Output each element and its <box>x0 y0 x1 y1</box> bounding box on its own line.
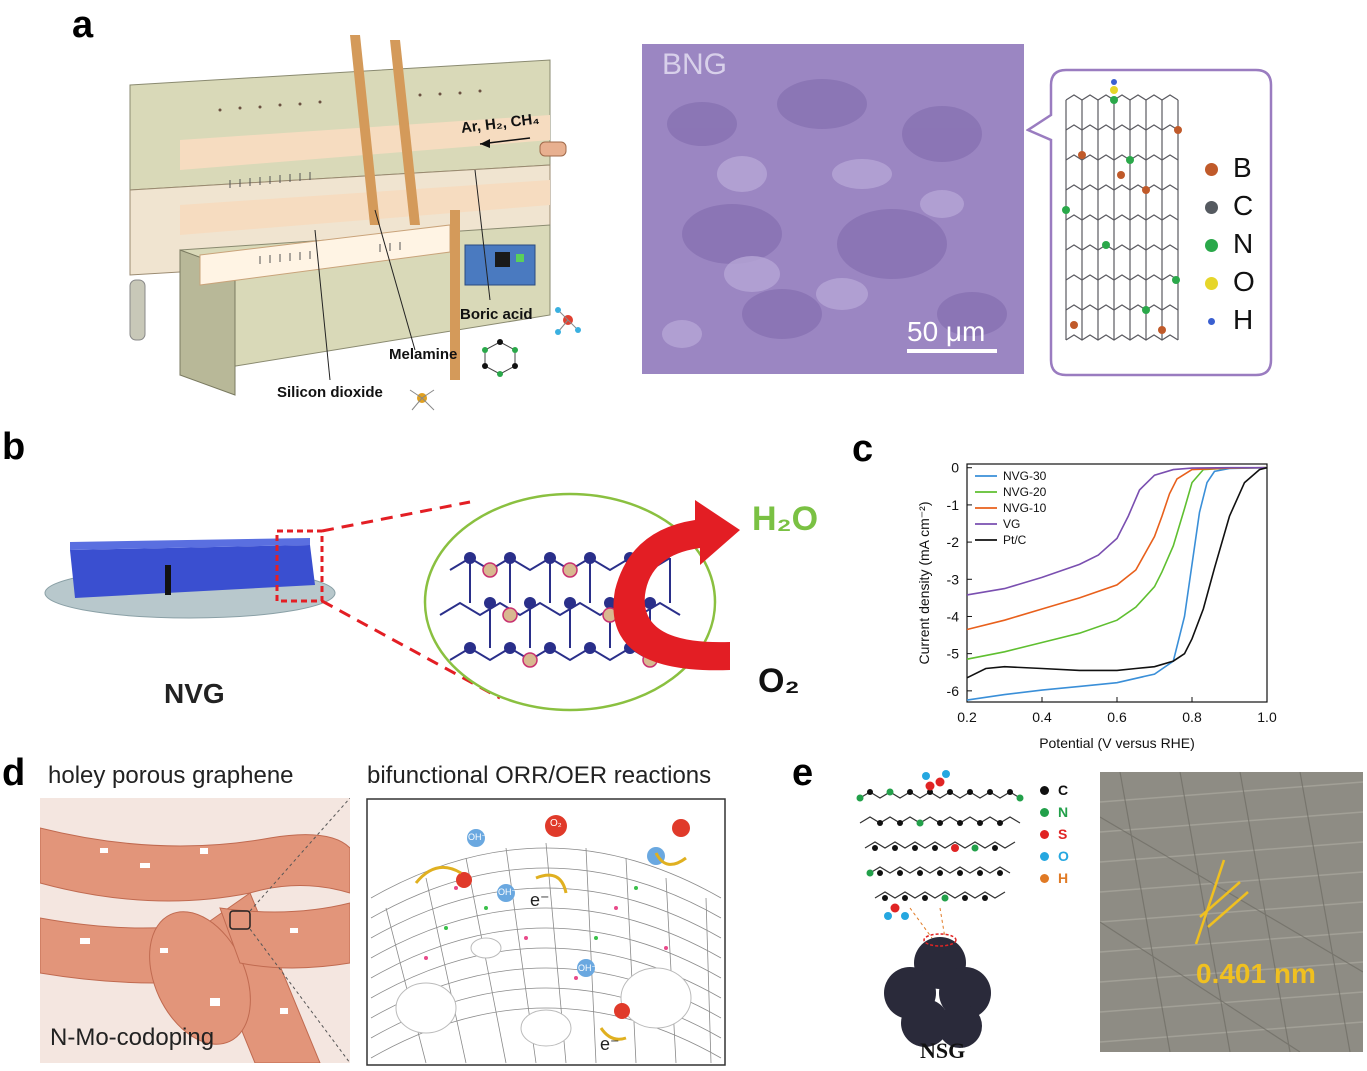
sem-sample-label: BNG <box>662 48 728 81</box>
holey-porous-graphene-image <box>40 798 350 1063</box>
sem-scale-bar-label: 50 μm <box>907 316 986 347</box>
nsg-legend-label-o: O <box>1058 848 1069 864</box>
orr-oer-reaction-illustration <box>366 798 726 1066</box>
series-line-pt-c <box>966 466 1268 679</box>
nsg-legend-dot-h-icon <box>1040 874 1049 883</box>
nsg-element-legend: C N S O H <box>1040 780 1090 900</box>
legend-label-o: O <box>1233 266 1255 297</box>
orr-oer-title: bifunctional ORR/OER reactions <box>367 762 712 789</box>
nsg-legend-dot-n-icon <box>1040 808 1049 817</box>
legend-dot-h-icon <box>1208 318 1215 325</box>
legend-dot-b-icon <box>1205 163 1218 176</box>
x-tick-label: 0.4 <box>1032 709 1052 725</box>
legend-dot-c-icon <box>1205 201 1218 214</box>
y-axis-label: Current density (mA cm⁻²) <box>916 502 932 665</box>
x-tick-label: 0.8 <box>1182 709 1202 725</box>
n-mo-codoping-label: N-Mo-codoping <box>50 1024 215 1051</box>
silicon-dioxide-molecule-icon <box>409 389 435 411</box>
y-tick-label: -1 <box>947 497 960 513</box>
x-tick-label: 1.0 <box>1257 709 1277 725</box>
y-tick-label: -5 <box>947 646 960 662</box>
panel-label-b: b <box>2 426 26 468</box>
legend-label-n: N <box>1233 228 1254 259</box>
species-oh-2: OH⁻ <box>498 887 517 897</box>
y-tick-label: -4 <box>947 608 960 624</box>
bng-sem-image <box>642 44 1024 374</box>
melamine-label: Melamine <box>389 346 458 363</box>
legend-label: NVG-30 <box>1003 469 1047 483</box>
nsg-legend-label-c: C <box>1058 782 1069 798</box>
species-o2: O₂ <box>550 818 562 829</box>
legend-label-c: C <box>1233 190 1254 221</box>
holey-graphene-title: holey porous graphene <box>48 762 294 789</box>
nvg-sample-label: NVG <box>164 678 225 709</box>
species-oh-1: OH⁻ <box>468 832 487 842</box>
y-tick-label: -6 <box>947 683 960 699</box>
panel-label-d: d <box>2 752 26 794</box>
melamine-molecule-icon <box>482 339 518 377</box>
nsg-legend-label-h: H <box>1058 870 1069 886</box>
nvg-oxygen-reduction-illustration <box>40 470 810 720</box>
nsg-legend-label-n: N <box>1058 804 1069 820</box>
silicon-dioxide-label: Silicon dioxide <box>277 384 383 401</box>
legend-label-b: B <box>1233 152 1252 183</box>
series-line-nvg-20 <box>966 466 1268 660</box>
boric-acid-label: Boric acid <box>460 306 533 323</box>
y-tick-label: -3 <box>947 571 960 587</box>
o2-reactant-label: O₂ <box>758 662 800 700</box>
bng-lattice-callout <box>1026 60 1276 380</box>
legend-label: NVG-10 <box>1003 501 1047 515</box>
panel-label-e: e <box>792 752 814 794</box>
x-tick-label: 0.6 <box>1107 709 1127 725</box>
series-line-vg <box>966 466 1267 596</box>
nsg-sample-label: NSG <box>920 1038 966 1063</box>
legend-label: NVG-20 <box>1003 485 1047 499</box>
panel-label-a: a <box>72 4 94 46</box>
legend-label-h: H <box>1233 304 1254 335</box>
boric-acid-molecule-icon <box>555 307 581 335</box>
y-tick-label: -2 <box>947 534 960 550</box>
reaction-arrow-icon <box>613 500 740 671</box>
series-line-nvg-10 <box>966 466 1268 631</box>
series-line-nvg-30 <box>966 466 1268 701</box>
nsg-legend-label-s: S <box>1058 826 1068 842</box>
species-oh-3: OH⁻ <box>578 963 597 973</box>
legend-label: VG <box>1003 517 1020 531</box>
species-e-1: e⁻ <box>530 890 550 910</box>
species-e-2: e⁻ <box>600 1034 620 1054</box>
tube-furnace-illustration <box>120 20 595 420</box>
nsg-legend-dot-c-icon <box>1040 786 1049 795</box>
nsg-legend-dot-s-icon <box>1040 830 1049 839</box>
x-tick-label: 0.2 <box>957 709 977 725</box>
y-tick-label: 0 <box>951 460 959 476</box>
nsg-legend-dot-o-icon <box>1040 852 1049 861</box>
legend-dot-n-icon <box>1205 239 1218 252</box>
legend-label: Pt/C <box>1003 533 1027 547</box>
x-axis-label: Potential (V versus RHE) <box>1039 735 1195 751</box>
nsg-lattice-illustration <box>850 758 1030 1048</box>
nsg-hrtem-image <box>1100 772 1363 1052</box>
lattice-spacing-label: 0.401 nm <box>1196 958 1316 989</box>
legend-dot-o-icon <box>1205 277 1218 290</box>
h2o-product-label: H₂O <box>752 500 819 538</box>
panel-label-c: c <box>852 428 874 470</box>
